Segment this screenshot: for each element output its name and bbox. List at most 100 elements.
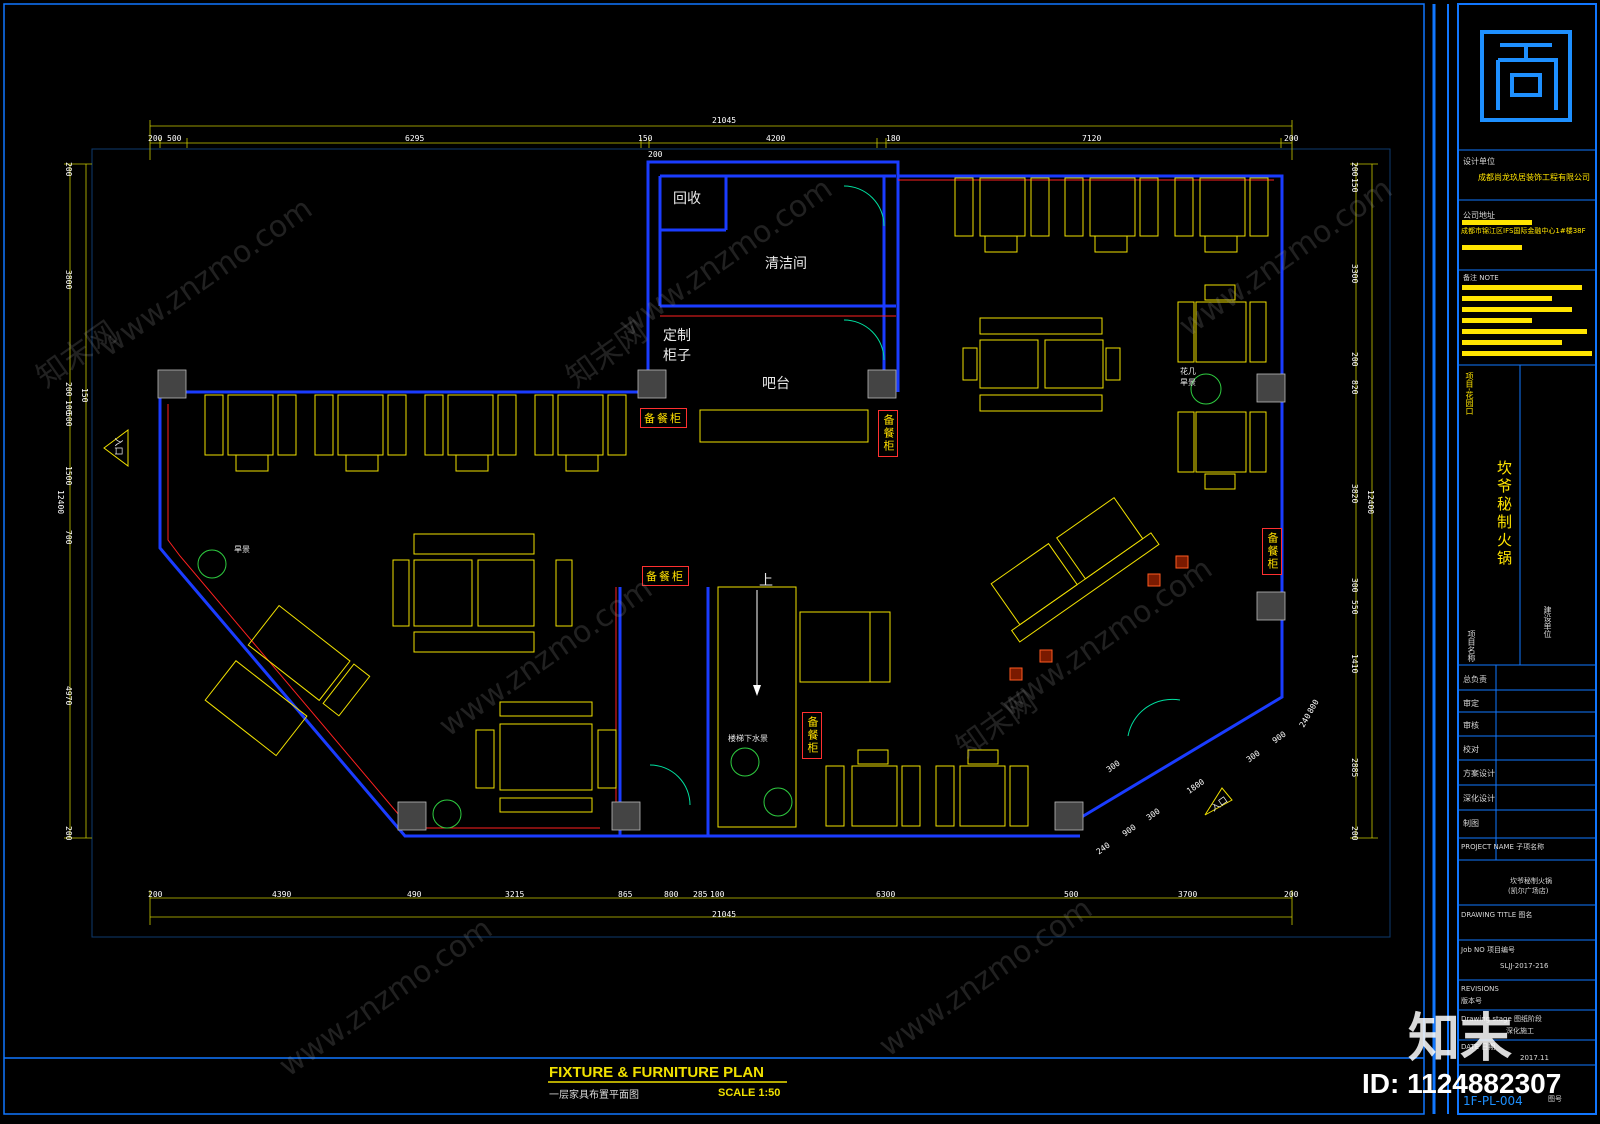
dim-top-segment: 200	[1284, 134, 1299, 143]
project-name-vertical: 坎爷秘制火锅	[1495, 460, 1513, 568]
company-address: 成都市锦江区IFS国际金融中心1#楼38F	[1461, 227, 1586, 235]
role-label: 审核	[1463, 721, 1479, 730]
role-label: 校对	[1463, 745, 1479, 754]
project-owner-label: 建设单位	[1543, 606, 1552, 638]
role-label: 总负责	[1463, 675, 1487, 684]
drawing-title-label: DRAWING TITLE 图名	[1461, 911, 1533, 919]
room-recycle-label: 回收	[673, 191, 701, 207]
drawing-stage-value: 深化施工	[1506, 1027, 1534, 1035]
project-name-en-label: PROJECT NAME 子项名称	[1461, 843, 1545, 851]
role-label: 方案设计	[1463, 769, 1495, 778]
dim-top-segment: 7120	[1082, 134, 1102, 143]
dim-bottom-segment: 3215	[505, 890, 525, 899]
dim-right-segment: 1410	[1350, 654, 1359, 674]
dim-bottom-segment: 4390	[272, 890, 292, 899]
entrance-left-label: 入口	[112, 437, 123, 456]
note-bar	[1462, 285, 1582, 290]
dim-right-segment: 200	[1350, 162, 1359, 177]
dim-bottom-segment: 200	[1284, 890, 1299, 899]
note-bar	[1462, 307, 1572, 312]
dim-left-segment: 200	[64, 162, 73, 177]
stair-water-label: 楼梯下水景	[728, 734, 768, 743]
dim-bottom-segment: 3700	[1178, 890, 1198, 899]
date-label: DATE 日期	[1461, 1043, 1496, 1051]
room-cleaning-label: 清洁间	[765, 256, 807, 272]
room-bar-counter-label: 吧台	[762, 376, 790, 392]
sheet-number: 1F-PL-004	[1463, 1094, 1523, 1108]
service-cabinet-label: 备餐柜	[1262, 528, 1282, 575]
dim-top-segment: 500	[167, 134, 182, 143]
note-bar	[1462, 318, 1532, 323]
dim-bottom-segment: 6300	[876, 890, 896, 899]
version-label: 版本号	[1461, 997, 1482, 1005]
dim-top-segment: 180	[886, 134, 901, 143]
dim-right-total: 12400	[1366, 490, 1375, 515]
dim-left-segment: 3800	[64, 270, 73, 290]
role-label: 审定	[1463, 699, 1479, 708]
dim-left-segment: 150	[80, 388, 89, 403]
watermark-id: ID: 1124882307	[1362, 1068, 1562, 1099]
dim-bottom-segment: 200	[148, 890, 163, 899]
dim-left-segment: 200	[64, 826, 73, 841]
dim-top-total: 21045	[712, 116, 737, 125]
watermark-brand: 知末	[1408, 1009, 1513, 1069]
dim-bottom-segment: 500	[1064, 890, 1079, 899]
dim-right-segment: 820	[1350, 380, 1359, 395]
note-bar	[1462, 329, 1587, 334]
dim-bottom-segment: 100	[710, 890, 725, 899]
dim-top-segment: 200	[148, 134, 163, 143]
drawing-title-main: FIXTURE & FURNITURE PLAN	[549, 1064, 764, 1081]
dim-top-segment: 4200	[766, 134, 786, 143]
dim-right-segment: 2885	[1350, 758, 1359, 778]
project-name-branch: (凯尔广场店)	[1508, 887, 1549, 895]
dim-right-segment: 200	[1350, 826, 1359, 841]
revisions-label: REVISIONS	[1461, 985, 1499, 993]
dim-left-segment: 1500	[64, 466, 73, 486]
dim-left-segment: 4970	[64, 686, 73, 706]
flower-stand-label: 花几 旱景	[1180, 367, 1196, 387]
dim-right-segment: 200	[1350, 352, 1359, 367]
project-name-label: 项目名称	[1467, 630, 1476, 662]
dim-right-segment: 3820	[1350, 484, 1359, 504]
date-value: 2017.11	[1520, 1054, 1549, 1062]
dim-top-segment: 150	[638, 134, 653, 143]
dim-left-segment: 500	[64, 412, 73, 427]
dim-left-segment: 200	[64, 382, 73, 397]
stair-up-label: 上	[759, 573, 773, 589]
service-cabinet-label: 备餐柜	[642, 566, 689, 586]
room-custom-cabinet-label: 定制柜子	[663, 328, 691, 364]
role-label: 深化设计	[1463, 794, 1495, 803]
service-cabinet-label: 备餐柜	[640, 408, 687, 428]
drawing-title-sub: 一层家具布置平面图	[549, 1090, 639, 1101]
note-bar	[1462, 220, 1532, 225]
dim-bottom-total: 21045	[712, 910, 737, 919]
service-cabinet-label: 备餐柜	[802, 712, 822, 759]
dim-bottom-segment: 800	[664, 890, 679, 899]
dim-bottom-segment: 490	[407, 890, 422, 899]
dim-left-segment: 700	[64, 530, 73, 545]
dim-left-total: 12400	[56, 490, 65, 515]
dim-top-segment: 6295	[405, 134, 425, 143]
project-name-value: 坎爷秘制火锅	[1510, 877, 1552, 885]
drawing-scale: SCALE 1:50	[718, 1087, 781, 1099]
dim-bottom-segment: 865	[618, 890, 633, 899]
dim-right-segment: 150	[1350, 178, 1359, 193]
landscape-label: 旱景	[234, 545, 250, 554]
job-no-value: SLJJ-2017-216	[1500, 962, 1549, 970]
design-unit-label: 设计单位	[1463, 157, 1495, 166]
company-name: 成都尚龙玖居装饰工程有限公司	[1478, 173, 1590, 182]
dim-bottom-segment: 285	[693, 890, 708, 899]
dim-right-segment: 3300	[1350, 264, 1359, 284]
sheet-label: 图号	[1548, 1095, 1562, 1103]
dim-left-segment: 100	[64, 400, 73, 415]
note-bar	[1462, 351, 1592, 356]
note-bar	[1462, 340, 1562, 345]
address-label: 公司地址	[1463, 211, 1495, 220]
dim-top-sub: 200	[648, 150, 663, 159]
dim-right-segment: 300	[1350, 578, 1359, 593]
note-bar	[1462, 245, 1522, 250]
note-bar	[1462, 296, 1552, 301]
drawing-stage-label: Drawing stage 图纸阶段	[1461, 1015, 1542, 1023]
role-label: 制图	[1463, 819, 1479, 828]
